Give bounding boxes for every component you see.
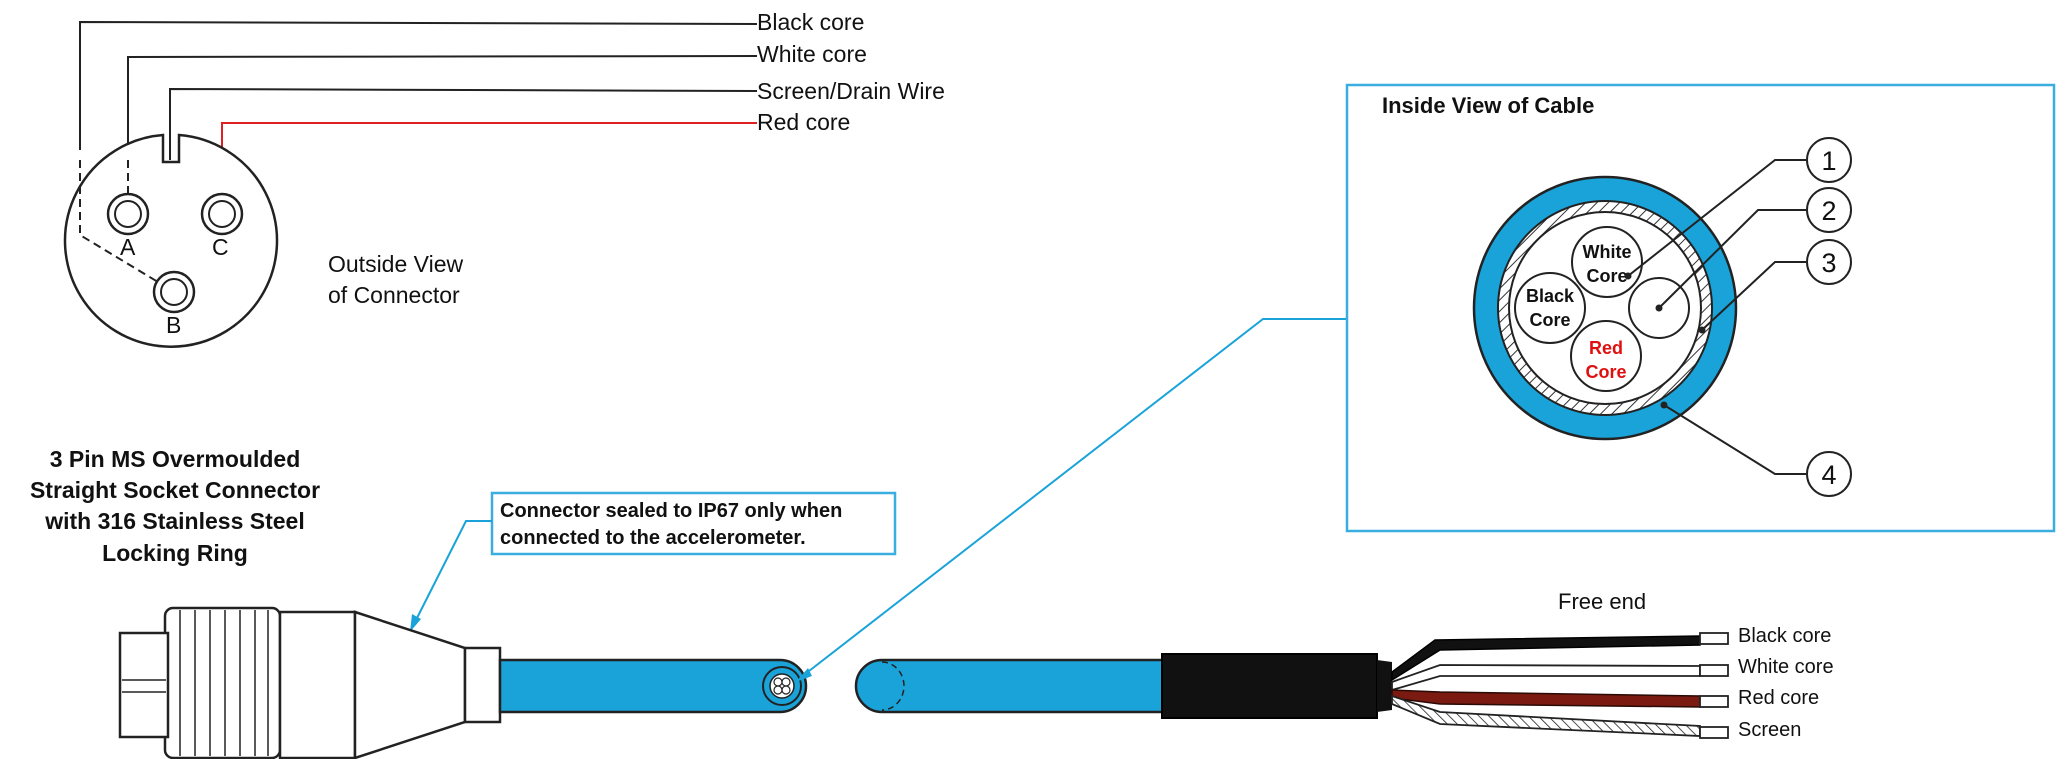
wire-label-white-core: White core bbox=[757, 41, 867, 67]
inside-view-title: Inside View of Cable bbox=[1382, 93, 1594, 118]
pin-b-label: B bbox=[166, 312, 181, 338]
black-core-wire bbox=[79, 20, 758, 150]
inside-view-leader-arrow bbox=[796, 668, 812, 682]
inside-view-leader-line bbox=[799, 318, 1347, 679]
core-red-label-2: Core bbox=[1585, 362, 1626, 382]
locking-ring-knurl bbox=[179, 610, 269, 756]
core-red bbox=[1570, 320, 1642, 392]
free-end-wires bbox=[1391, 632, 1729, 739]
ip67-callout-box bbox=[490, 491, 897, 556]
white-core-wire bbox=[127, 55, 758, 160]
pin-c bbox=[200, 192, 244, 236]
pin-b bbox=[152, 270, 196, 314]
connector-taper bbox=[353, 610, 467, 759]
balloon-4 bbox=[1806, 451, 1852, 497]
free-end-white-core bbox=[1391, 664, 1701, 692]
outside-view-label-1: Outside View bbox=[328, 251, 463, 277]
pin-a bbox=[106, 192, 150, 236]
pin-c-label: C bbox=[212, 234, 229, 260]
free-end-label-white-core: White core bbox=[1738, 656, 1834, 678]
balloon-3 bbox=[1806, 239, 1852, 285]
connector-front-insert bbox=[118, 631, 170, 739]
balloon-1 bbox=[1806, 137, 1852, 183]
free-end-red-core bbox=[1391, 689, 1701, 708]
locking-ring bbox=[163, 606, 282, 759]
connector-side-view bbox=[118, 606, 502, 759]
pin-a-label: A bbox=[120, 234, 136, 260]
balloon-2 bbox=[1806, 187, 1852, 233]
wire-label-screen-drain: Screen/Drain Wire bbox=[757, 78, 945, 104]
free-end-label-screen: Screen bbox=[1738, 719, 1801, 741]
cable-right-segment bbox=[854, 653, 1392, 719]
red-core-wire bbox=[221, 122, 757, 200]
connector-title: 3 Pin MS Overmoulded Straight Socket Con… bbox=[30, 446, 320, 566]
leader-2 bbox=[1658, 209, 1806, 309]
core-black-label-1: Black bbox=[1526, 286, 1575, 306]
ip67-leader-arrow bbox=[410, 614, 421, 632]
balloon-3-label: 3 bbox=[1821, 248, 1836, 278]
ip67-leader-line bbox=[414, 520, 492, 623]
connector-title-line-1: 3 Pin MS Overmoulded bbox=[50, 446, 301, 472]
cable-left-segment bbox=[498, 658, 808, 714]
leader-4 bbox=[1663, 404, 1806, 475]
core-black-label-2: Core bbox=[1529, 310, 1570, 330]
connector-title-line-3: with 316 Stainless Steel bbox=[44, 508, 305, 534]
balloon-1-label: 1 bbox=[1821, 146, 1836, 176]
connector-title-line-2: Straight Socket Connector bbox=[30, 477, 320, 503]
core-white bbox=[1571, 226, 1643, 298]
balloon-2-label: 2 bbox=[1821, 196, 1836, 226]
ip67-callout: Connector sealed to IP67 only when conne… bbox=[410, 491, 897, 632]
cable-inner-filler bbox=[1508, 211, 1702, 405]
screen-drain-wire bbox=[169, 87, 758, 160]
connector-outline bbox=[63, 133, 279, 348]
ip67-callout-line-1: Connector sealed to IP67 only when bbox=[500, 500, 842, 522]
connector-face-view: A C B Black core White core Screen/Drain… bbox=[63, 9, 945, 348]
outside-view-label-2: of Connector bbox=[328, 282, 460, 308]
free-end-black-core bbox=[1391, 635, 1701, 682]
wire-label-red-core: Red core bbox=[757, 109, 850, 135]
wire-label-black-core: Black core bbox=[757, 9, 864, 35]
core-black bbox=[1514, 272, 1586, 344]
balloon-4-label: 4 bbox=[1821, 460, 1836, 490]
free-end-label-red-core: Red core bbox=[1738, 687, 1819, 709]
core-white-label-2: Core bbox=[1586, 266, 1627, 286]
heatshrink-sleeve bbox=[1161, 653, 1378, 719]
connector-strain-relief bbox=[463, 646, 502, 724]
connector-body bbox=[278, 610, 357, 759]
leader-1 bbox=[1627, 159, 1806, 277]
core-red-label-1: Red bbox=[1589, 338, 1623, 358]
inside-view-panel: Inside View of Cable White Core Black Co… bbox=[1345, 83, 2056, 533]
black-core-dashed bbox=[79, 160, 159, 283]
leader-3 bbox=[1701, 261, 1806, 331]
free-end-label-black-core: Black core bbox=[1738, 625, 1831, 647]
free-end-title: Free end bbox=[1558, 589, 1646, 614]
core-white-label-1: White bbox=[1583, 242, 1632, 262]
connector-title-line-4: Locking Ring bbox=[102, 540, 248, 566]
ip67-callout-line-2: connected to the accelerometer. bbox=[500, 527, 806, 549]
